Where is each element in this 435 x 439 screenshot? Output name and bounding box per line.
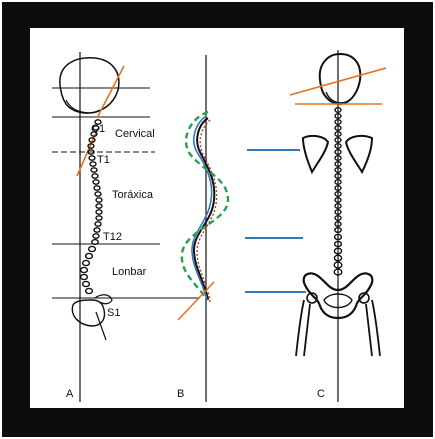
panel-label-c: C (317, 388, 325, 400)
label-s1: S1 (107, 307, 120, 319)
label-t1: T1 (97, 154, 110, 166)
label-cervical: Cervical (115, 128, 155, 140)
label-lonbar: Lonbar (112, 266, 147, 278)
panel-label-b: B (177, 388, 184, 400)
label-t12: T12 (103, 231, 122, 243)
label-c1: C1 (91, 123, 105, 135)
panel-label-a: A (66, 388, 74, 400)
label-toracica: Toráxica (112, 189, 154, 201)
